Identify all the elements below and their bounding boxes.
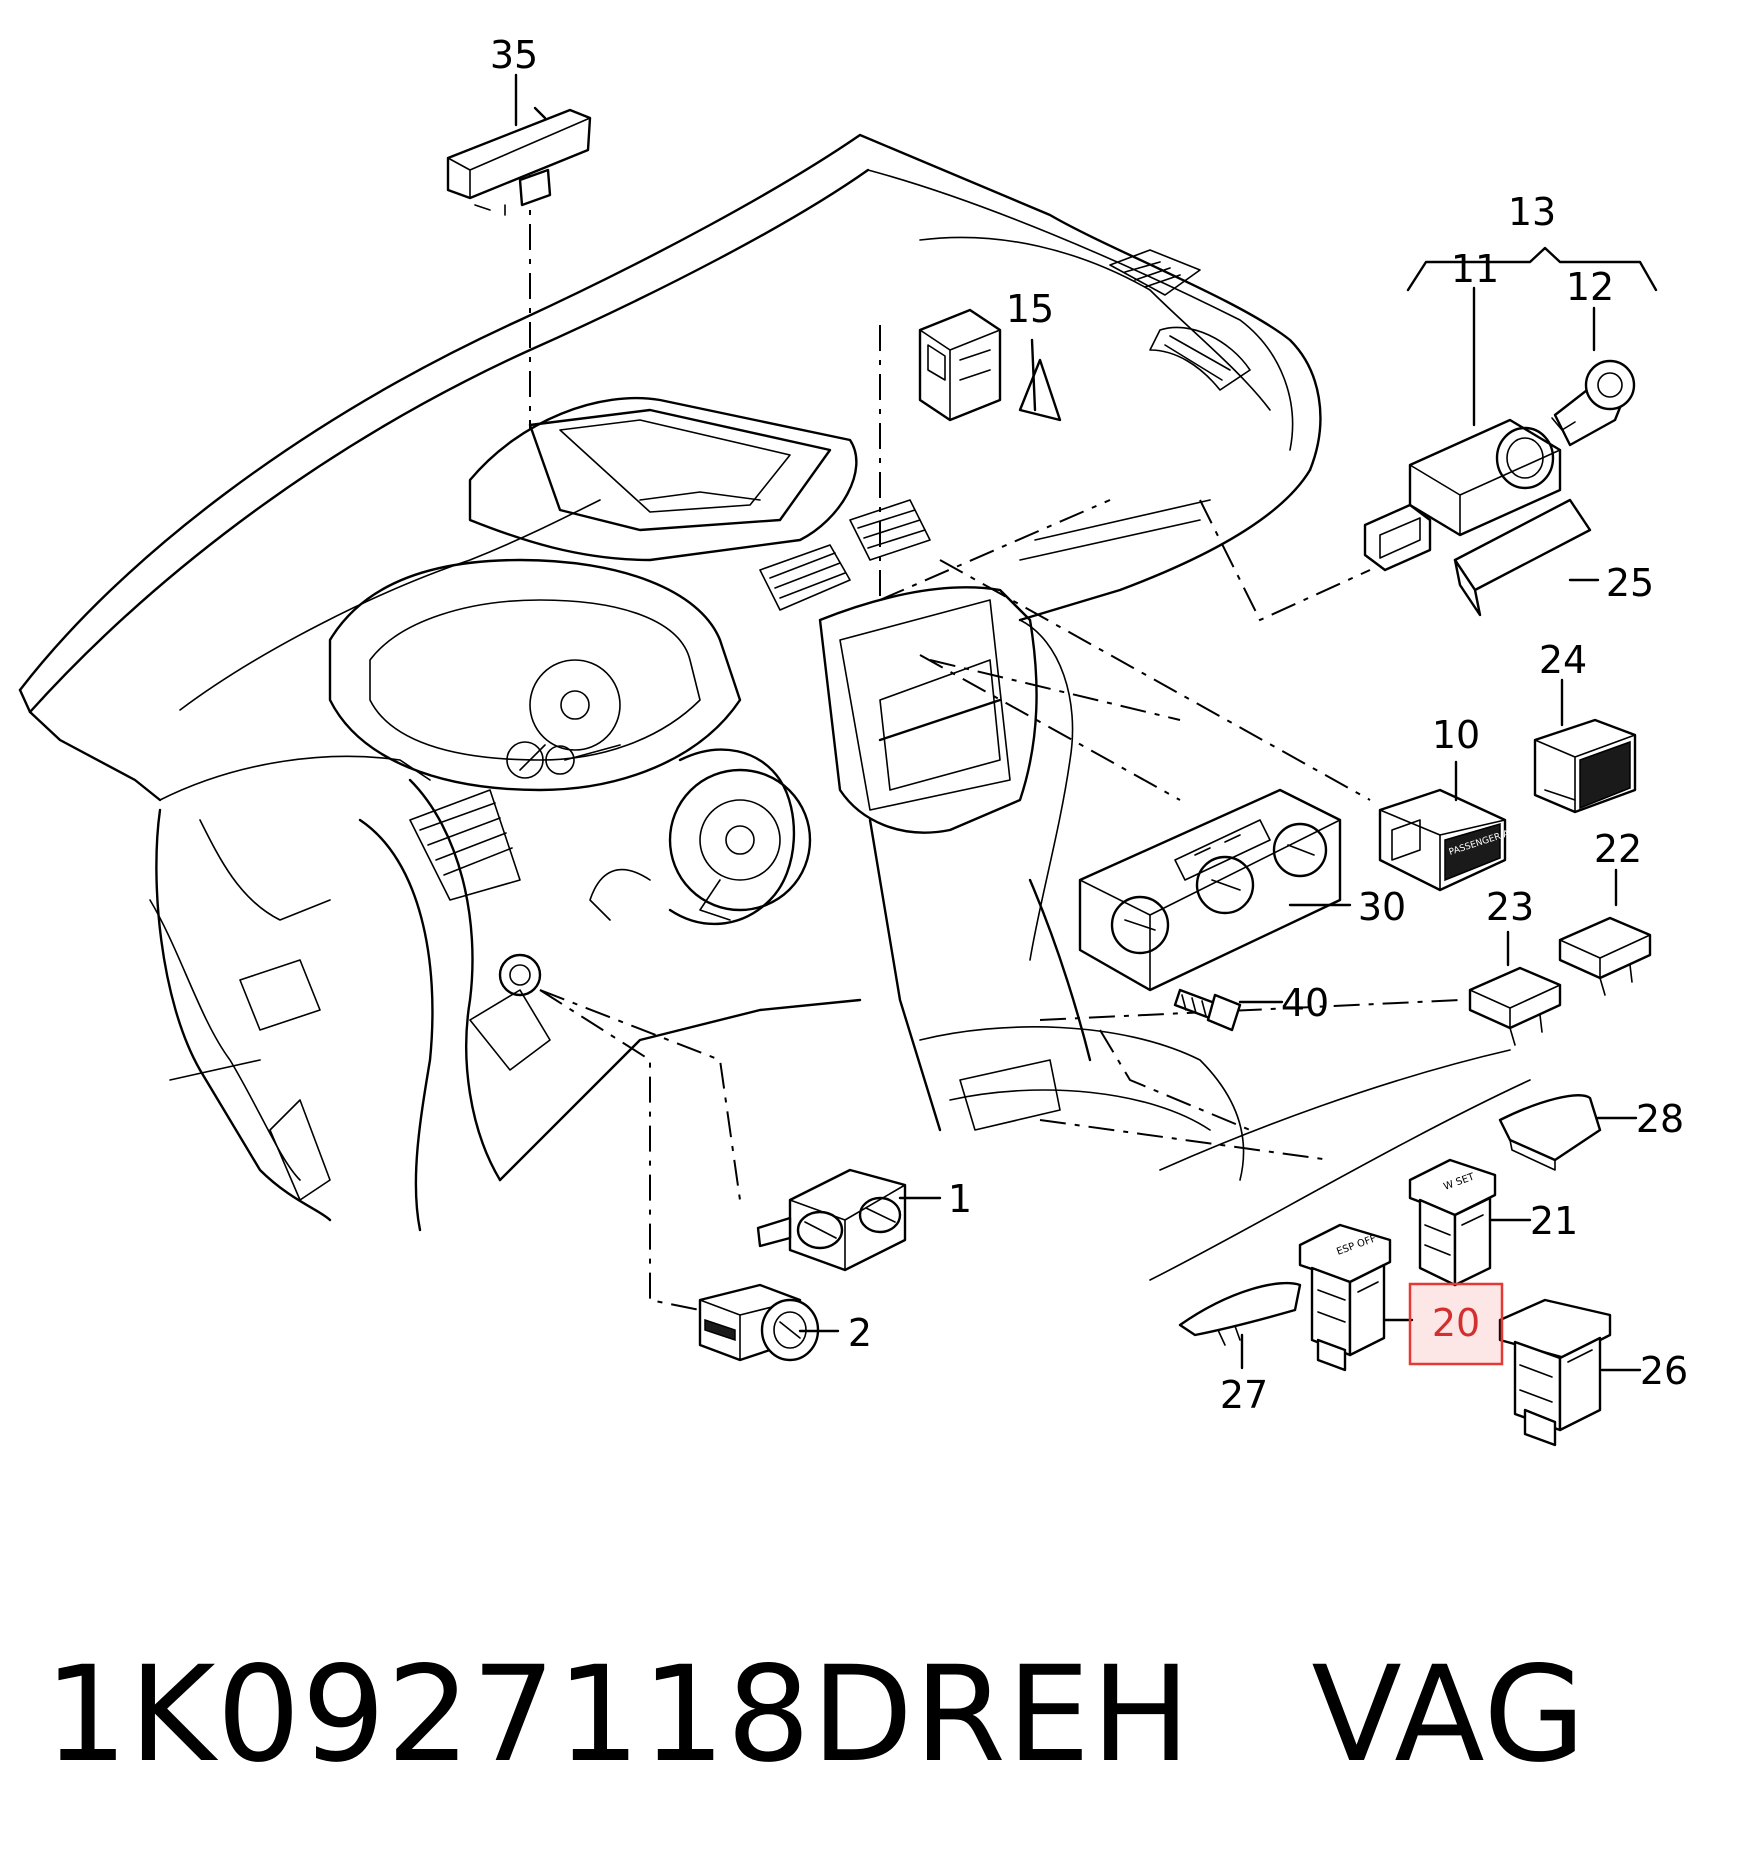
part-caption: 1K0927118DREH VAG bbox=[44, 1640, 1587, 1790]
part-24-switch bbox=[1533, 718, 1637, 814]
callout-30: 30 bbox=[1358, 885, 1406, 929]
part-20-esp-off-switch: ESP OFF bbox=[1298, 1223, 1392, 1372]
callout-35: 35 bbox=[490, 33, 538, 77]
callout-26: 26 bbox=[1640, 1349, 1688, 1393]
part-21-wset-switch: W SET bbox=[1408, 1158, 1497, 1287]
part-26-switch bbox=[1498, 1298, 1612, 1447]
callout-23: 23 bbox=[1486, 885, 1534, 929]
part-27-trim bbox=[1178, 1281, 1302, 1346]
callout-21: 21 bbox=[1530, 1199, 1578, 1243]
part-10-airbag-indicator: PASSENGER AIRBAG OFF bbox=[1378, 788, 1557, 892]
callout-12: 12 bbox=[1566, 265, 1614, 309]
part-22-blank bbox=[1558, 916, 1652, 996]
part-number: 1K0927118DREH bbox=[44, 1638, 1192, 1792]
instrument-cluster bbox=[149, 558, 862, 1232]
part-25-blank bbox=[1453, 498, 1592, 617]
part-12-lighter-plug bbox=[1551, 359, 1636, 447]
callout-27: 27 bbox=[1220, 1373, 1268, 1417]
highlight-box-20 bbox=[1408, 1282, 1504, 1366]
part-1-light-switch bbox=[756, 1168, 907, 1272]
part-23-blank bbox=[1468, 966, 1562, 1046]
part-40-screw bbox=[1173, 988, 1242, 1032]
callout-labels: 35 15 13 11 12 25 24 10 22 23 30 40 28 1… bbox=[490, 33, 1688, 1417]
callout-11: 11 bbox=[1451, 247, 1499, 291]
callout-1: 1 bbox=[948, 1177, 972, 1221]
center-stack bbox=[468, 396, 1245, 1181]
part-28-cap bbox=[1498, 1094, 1602, 1171]
brand-name: VAG bbox=[1311, 1638, 1587, 1792]
callout-24: 24 bbox=[1539, 638, 1587, 682]
callout-40: 40 bbox=[1281, 981, 1329, 1025]
part-35-cover bbox=[446, 106, 592, 216]
leader-lines bbox=[529, 175, 1531, 1311]
callout-2: 2 bbox=[848, 1311, 872, 1355]
part-2-rotary-switch bbox=[698, 1283, 820, 1362]
part-15-switch bbox=[918, 308, 1062, 422]
callout-25: 25 bbox=[1606, 561, 1654, 605]
callout-13: 13 bbox=[1508, 190, 1556, 234]
callout-10: 10 bbox=[1432, 713, 1480, 757]
callout-leaders bbox=[514, 73, 1658, 1372]
callout-22: 22 bbox=[1594, 827, 1642, 871]
part-30-climate-panel bbox=[1078, 788, 1342, 992]
callout-15: 15 bbox=[1006, 287, 1054, 331]
part-11-lighter-housing bbox=[1363, 418, 1562, 572]
callout-20: 20 bbox=[1432, 1301, 1480, 1345]
dashboard-outline bbox=[18, 133, 1322, 961]
callout-28: 28 bbox=[1636, 1097, 1684, 1141]
